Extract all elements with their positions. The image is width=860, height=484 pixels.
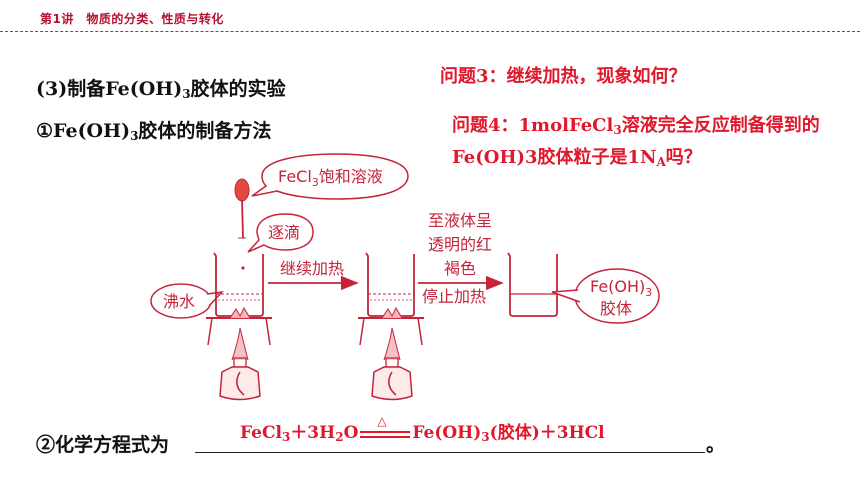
chemical-equation: FeCl3＋3H2O△Fe(OH)3(胶体)＋3HCl (240, 414, 605, 445)
beaker-1 (213, 252, 264, 317)
eq-o: O (343, 423, 359, 443)
dropper-icon (234, 178, 250, 239)
eq-sub2: 2 (335, 430, 344, 444)
eq-line-bottom (360, 435, 411, 438)
water-bubble-text: 沸水 (163, 292, 195, 311)
q4-part2: 溶液完全反应制备得到的Fe(OH)3胶体粒子是1N (452, 115, 820, 168)
arrow-2-label-line4: 停止加热 (422, 287, 486, 306)
arrow-2-label: 至液体呈 透明的红 褐色 停止加热 (422, 211, 492, 306)
reagent-bubble: FeCl3饱和溶液 (251, 153, 409, 200)
equation-prompt: ②化学方程式为 (36, 434, 170, 456)
q4-sub1: 3 (613, 123, 622, 137)
colloid-bubble: Fe(OH)3 胶体 (551, 268, 660, 324)
burner-2 (358, 306, 424, 401)
colloid-bubble-line1: Fe(OH)3 (590, 277, 652, 299)
question-3: 问题3：继续加热，现象如何？ (440, 66, 687, 87)
header-divider (0, 31, 860, 32)
arrow-2-label-line1: 至液体呈 (428, 211, 492, 230)
eq-sub3a: 3 (281, 430, 291, 444)
beaker-3 (507, 252, 558, 317)
eq-product: Fe(OH) (412, 423, 482, 443)
eq-rest: (胶体)＋3HCl (489, 423, 605, 443)
eq-plus-water: ＋3H (290, 423, 336, 443)
eq-line-top (360, 430, 411, 433)
arrow-1-label: 继续加热 (280, 259, 344, 278)
eq-sub3b: 3 (481, 430, 490, 444)
delta-symbol: △ (377, 413, 387, 428)
beaker-2 (365, 252, 415, 317)
drop-bubble: 逐滴 (247, 213, 314, 253)
section-heading-prefix: (3)制备Fe(OH) (36, 78, 183, 100)
arrow-2-label-line2: 透明的红 (428, 235, 492, 254)
method-heading-suffix: 胶体的制备方法 (138, 120, 272, 142)
method-heading-prefix: ①Fe(OH) (36, 120, 131, 142)
arrow-2-label-line3: 褐色 (444, 259, 476, 278)
water-bubble: 沸水 (150, 283, 224, 319)
burner-1 (206, 306, 272, 401)
header-title: 第1讲 物质的分类、性质与转化 (40, 12, 224, 26)
q4-sub2: A (656, 155, 666, 169)
eq-fecl: FeCl (240, 423, 282, 443)
colloid-bubble-line2: 胶体 (600, 299, 632, 318)
q4-part3: 吗？ (665, 147, 702, 168)
method-heading: ①Fe(OH)3胶体的制备方法 (36, 116, 271, 143)
reagent-bubble-text: FeCl3饱和溶液 (278, 167, 383, 189)
question-4: 问题4：1molFeCl3溶液完全反应制备得到的Fe(OH)3胶体粒子是1NA吗… (452, 112, 852, 176)
equation-end-mark: 。 (706, 434, 726, 456)
drop-bubble-text: 逐滴 (268, 223, 300, 242)
page-header: 第1讲 物质的分类、性质与转化 (0, 0, 860, 36)
eq-heating-sign: △ (358, 414, 412, 444)
method-heading-sub: 3 (130, 129, 139, 143)
section-heading-sub: 3 (182, 87, 191, 101)
q4-part1: 问题4：1molFeCl (452, 115, 614, 136)
answer-blank-line (195, 452, 705, 453)
section-heading-suffix: 胶体的实验 (190, 78, 286, 100)
section-heading: (3)制备Fe(OH)3胶体的实验 (36, 74, 286, 101)
